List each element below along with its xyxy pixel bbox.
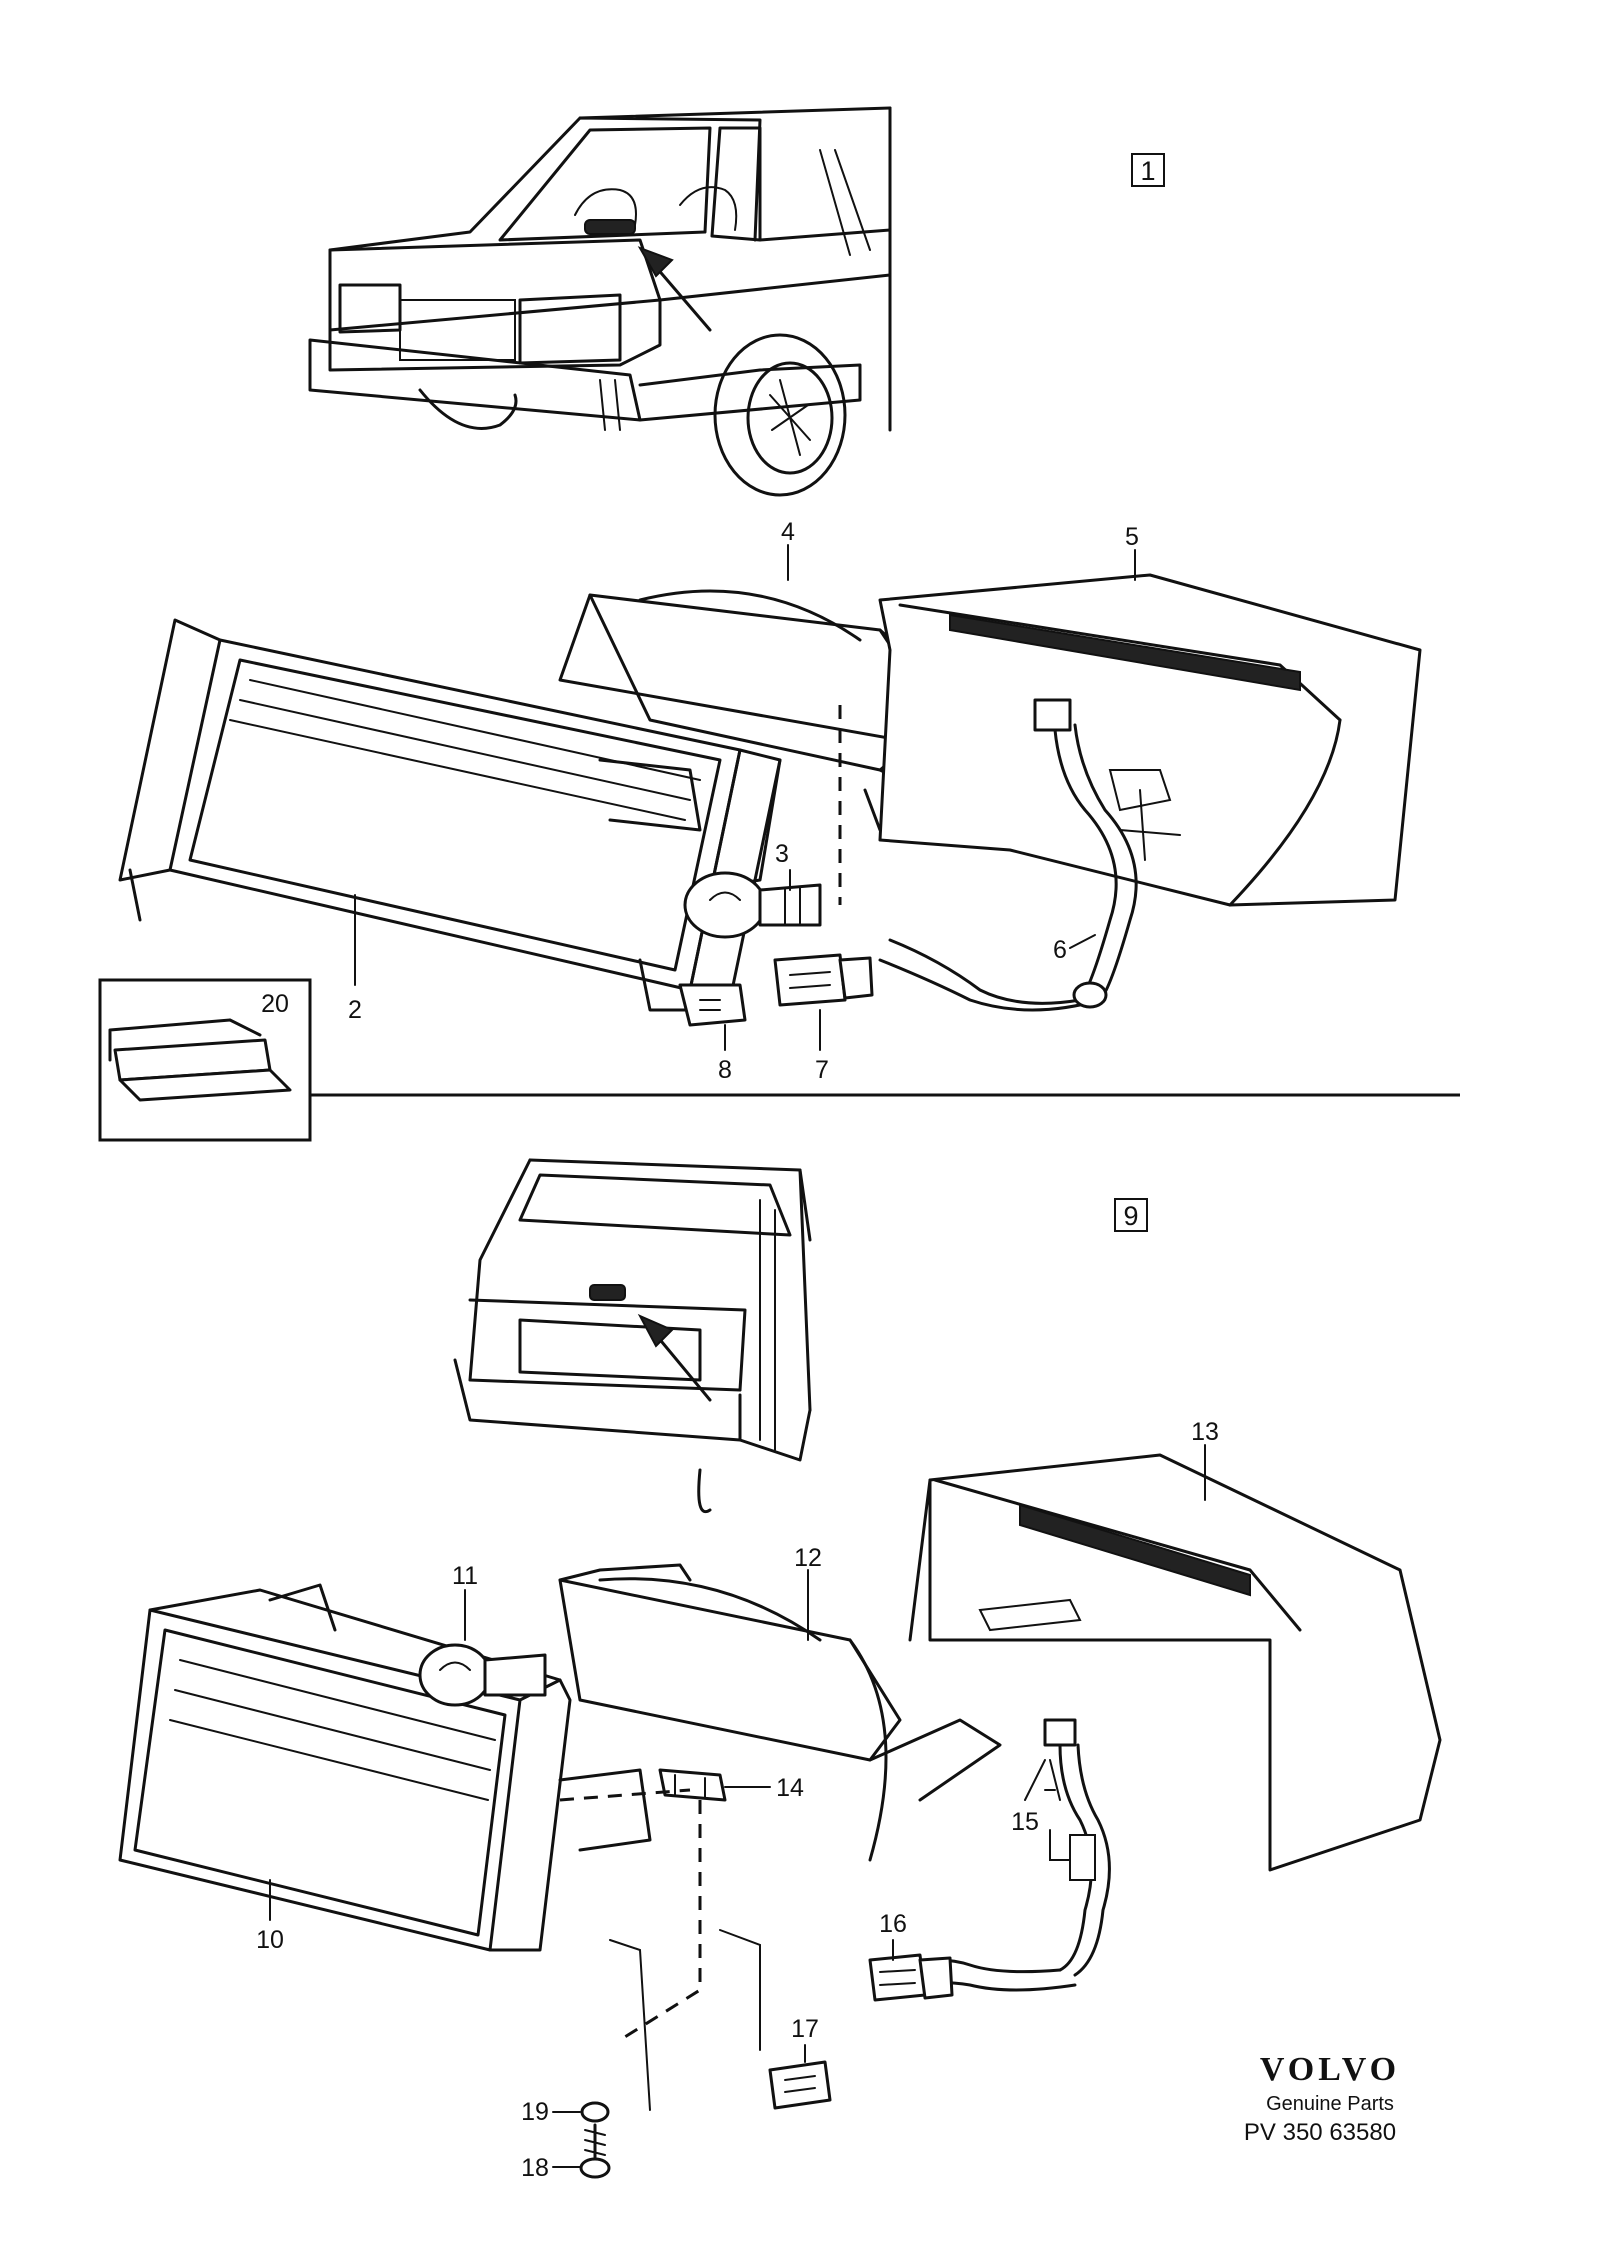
svg-text:20: 20	[261, 990, 289, 1018]
wagon-car-illustration	[453, 1158, 812, 1514]
callout-5: 5	[1125, 523, 1139, 551]
part-3-bulb	[683, 871, 822, 939]
callout-2: 2	[348, 996, 362, 1024]
callout-7: 7	[815, 1056, 829, 1084]
sedan-section-box: 1	[1131, 153, 1165, 187]
part-14-clip	[658, 1768, 727, 1802]
part-7-connector	[773, 953, 874, 1007]
diagram-reference: PV 350 63580	[1244, 2119, 1396, 2146]
callout-15: 15	[1011, 1808, 1039, 1836]
callout-8: 8	[718, 1056, 732, 1084]
part-11-bulb	[418, 1643, 547, 1707]
part-5-cover	[878, 573, 1422, 907]
callout-18: 18	[521, 2154, 549, 2182]
callout-12: 12	[794, 1544, 822, 1572]
part-10-lens	[118, 1583, 652, 1952]
callout-3: 3	[775, 840, 789, 868]
callout-leaders	[269, 544, 1206, 2168]
callout-6: 6	[1053, 936, 1067, 964]
callout-17: 17	[791, 2015, 819, 2043]
callout-19: 19	[521, 2098, 549, 2126]
part-16-connector	[868, 1953, 954, 2002]
wagon-section-box: 9	[1114, 1198, 1148, 1232]
callout-10: 10	[256, 1926, 284, 1954]
svg-text:1: 1	[1140, 156, 1155, 186]
clip-bracket	[609, 1929, 761, 2111]
part-13-cover	[908, 1453, 1442, 1872]
sedan-car-illustration	[308, 106, 892, 497]
part-6-harness	[878, 698, 1138, 1012]
part-12-reflector	[558, 1563, 1002, 1862]
part-8-connector	[678, 983, 747, 1027]
part-2-lens	[118, 618, 782, 1012]
part-15-harness	[898, 1718, 1111, 1992]
part-18-screw	[579, 2123, 611, 2179]
genuine-parts-label: Genuine Parts	[1266, 2093, 1394, 2115]
part-19-washer	[580, 2101, 610, 2123]
callout-13: 13	[1191, 1418, 1219, 1446]
callout-14: 14	[776, 1774, 804, 1802]
volvo-logo: VOLVO	[1260, 2051, 1400, 2088]
callout-4: 4	[781, 518, 795, 546]
part-17-connector	[768, 2060, 832, 2110]
callout-16: 16	[879, 1910, 907, 1938]
callout-11: 11	[452, 1562, 478, 1590]
part-20-inset: 20	[98, 978, 312, 1142]
svg-text:9: 9	[1123, 1201, 1138, 1231]
clip-guide	[559, 1788, 702, 2042]
